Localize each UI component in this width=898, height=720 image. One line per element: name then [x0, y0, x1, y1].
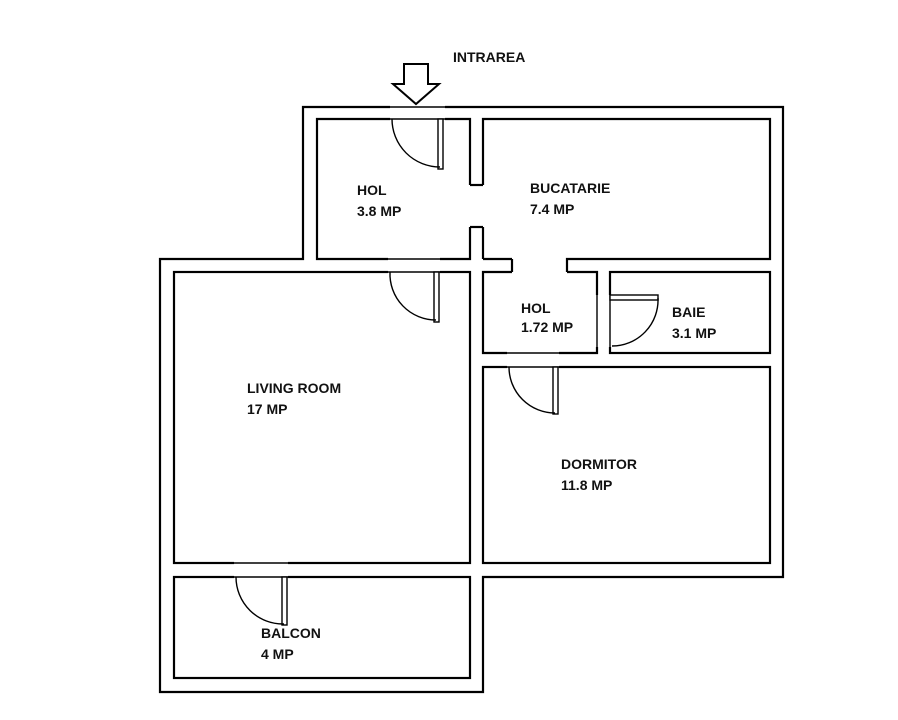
down-arrow-icon	[390, 63, 442, 106]
room-area-living: 17 MP	[247, 401, 287, 417]
bucatarie-walls	[481, 117, 772, 272]
balcon-walls	[172, 575, 472, 680]
room-name-hol: HOL	[357, 182, 387, 198]
living-door	[388, 257, 440, 323]
room-name-living: LIVING ROOM	[247, 380, 341, 396]
hol-walls	[315, 117, 472, 261]
entrance-label: INTRAREA	[453, 49, 525, 65]
baie-door	[595, 294, 659, 347]
living-walls	[172, 270, 472, 565]
room-name-dormitor: DORMITOR	[561, 456, 637, 472]
room-area-dormitor: 11.8 MP	[561, 477, 612, 493]
dormitor-door	[507, 351, 559, 415]
outer-walls	[158, 105, 785, 694]
room-area-balcon: 4 MP	[261, 646, 294, 662]
room-name-baie: BAIE	[672, 304, 705, 320]
entrance-door	[390, 104, 445, 170]
room-area-baie: 3.1 MP	[672, 325, 716, 341]
room-area-hol: 3.8 MP	[357, 203, 401, 219]
room-name-bucatarie: BUCATARIE	[530, 180, 610, 196]
dormitor-walls	[481, 365, 772, 565]
room-name-balcon: BALCON	[261, 625, 321, 641]
room-walls	[172, 117, 772, 680]
room-area-bucatarie: 7.4 MP	[530, 201, 574, 217]
doors	[234, 104, 659, 626]
room-name-hol2: HOL	[521, 300, 551, 316]
balcon-door	[234, 561, 288, 626]
room-area-hol2: 1.72 MP	[521, 319, 573, 335]
